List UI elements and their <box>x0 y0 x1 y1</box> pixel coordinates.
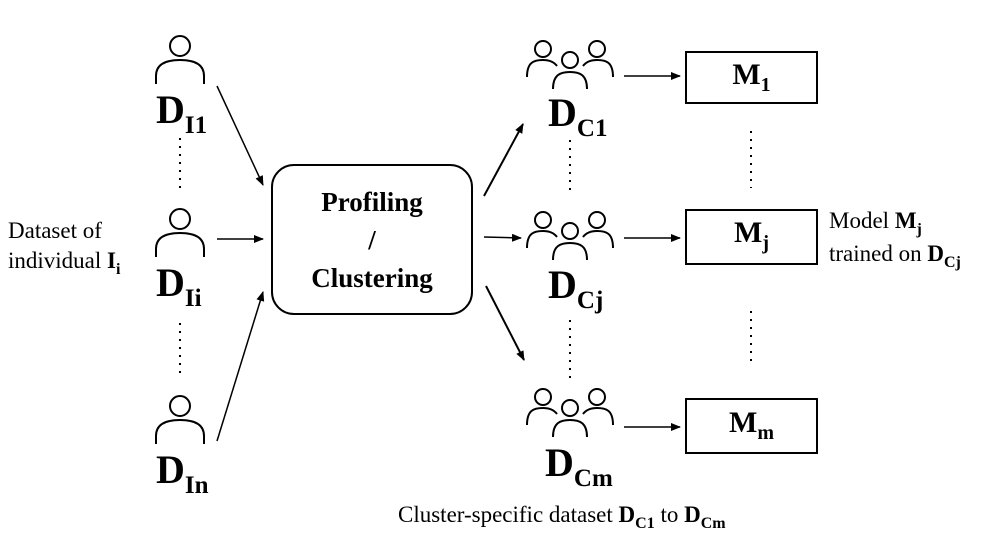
person-icon <box>155 395 205 445</box>
individual-caption: Dataset of individual Ii <box>8 218 121 278</box>
group-icon <box>526 40 614 90</box>
model-box <box>685 209 818 265</box>
arrow <box>485 285 525 361</box>
group-icon <box>526 211 614 261</box>
group-icon <box>526 388 614 438</box>
model-label: Mm <box>729 406 774 444</box>
individual-dataset-label: DIn <box>156 447 209 500</box>
model-box <box>685 398 818 454</box>
individual-dataset-label: DIi <box>156 260 202 313</box>
person-icon <box>155 208 205 258</box>
model-box <box>685 51 818 104</box>
person-icon <box>155 35 205 85</box>
process-label: Profiling / Clustering <box>311 187 433 293</box>
cluster-caption: Cluster-specific dataset DC1 to DCm <box>398 502 726 532</box>
model-caption: Model Mj trained on DCj <box>829 208 961 271</box>
cluster-dataset-label: DC1 <box>548 90 608 143</box>
arrow <box>483 233 522 242</box>
arrow <box>483 123 524 197</box>
process-box <box>271 164 473 315</box>
cluster-dataset-label: DCm <box>545 440 613 493</box>
cluster-dataset-label: DCj <box>548 262 604 315</box>
model-label: M1 <box>732 58 771 96</box>
arrow <box>216 85 264 186</box>
arrow <box>216 291 265 442</box>
individual-dataset-label: DI1 <box>156 87 208 140</box>
model-label: Mj <box>734 216 769 254</box>
